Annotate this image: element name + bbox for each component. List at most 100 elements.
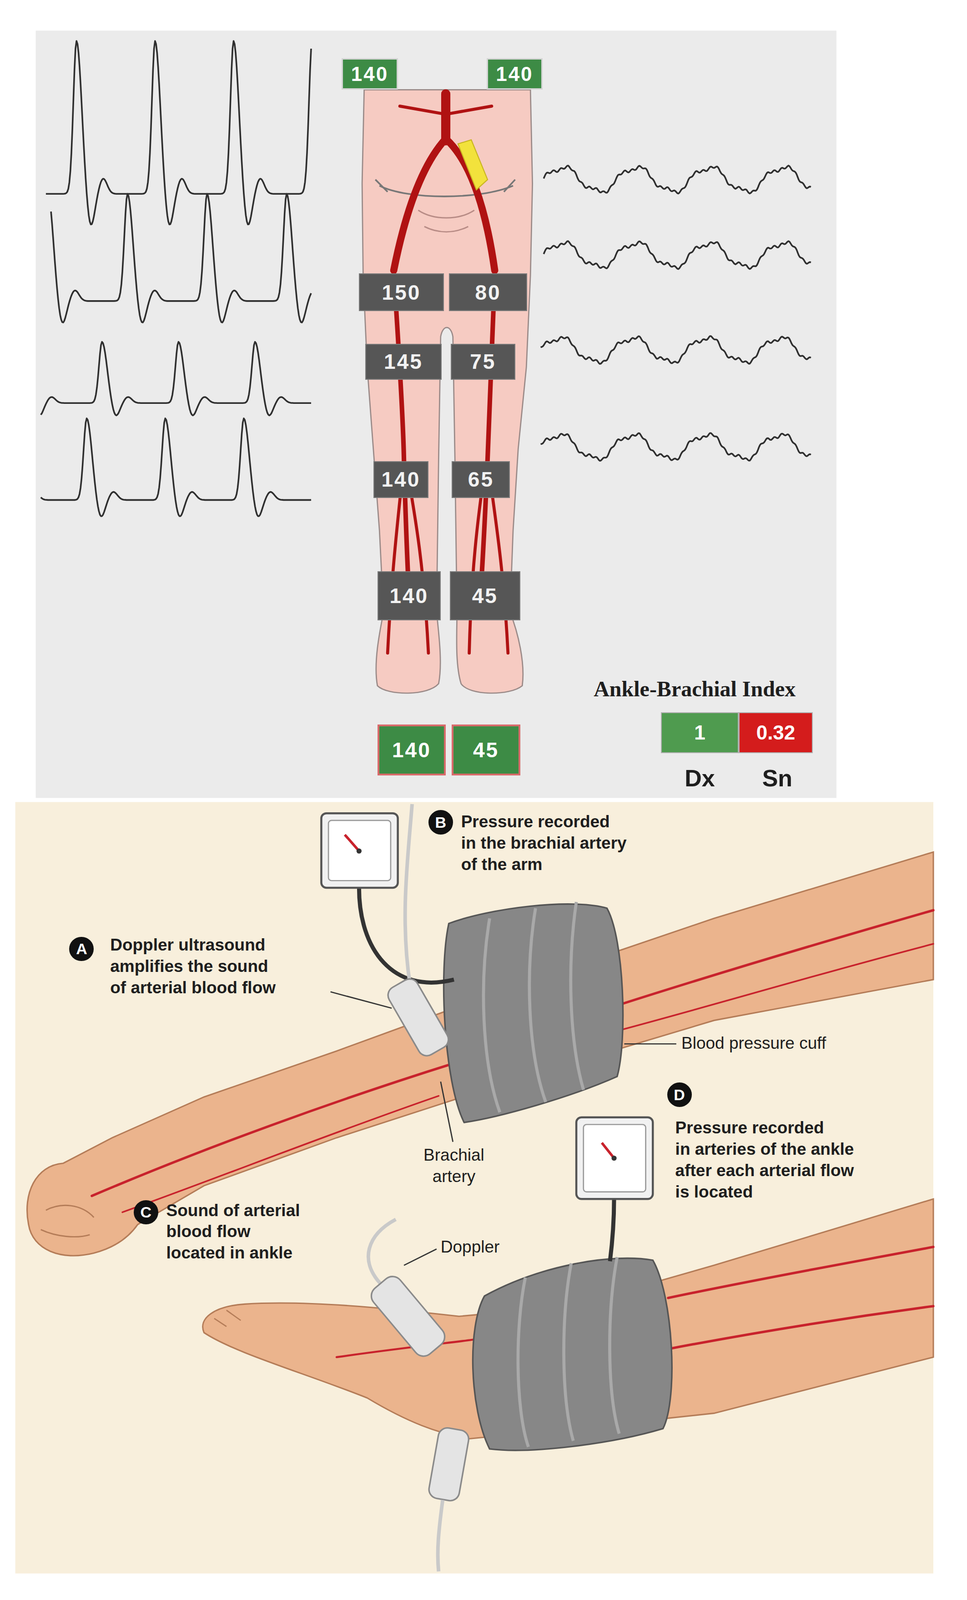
artery-line [668, 1306, 934, 1350]
cuff-band: 75 [450, 343, 515, 380]
gauge-body [321, 813, 398, 888]
pressure-box: 140 [341, 58, 398, 91]
text-line: blood flow [166, 1221, 301, 1243]
abdomen-line [375, 179, 515, 192]
box-text: 80 [475, 280, 502, 305]
leader-line [403, 1249, 437, 1266]
box-text: 65 [468, 467, 494, 492]
abdomen-line [379, 185, 514, 197]
doppler-cable [405, 804, 413, 985]
box-text: 150 [382, 280, 422, 305]
cuff-band: 140 [373, 461, 429, 499]
gauge-body [576, 1117, 653, 1199]
box-text: 45 [473, 737, 499, 763]
text-line: artery [423, 1166, 485, 1188]
artery-line [618, 943, 934, 1031]
index-box: 1 [660, 712, 739, 754]
toes [214, 1310, 241, 1327]
gauge-face [583, 1124, 646, 1192]
callout-letter: C [133, 1200, 159, 1225]
doppler-cable [368, 1219, 396, 1284]
body-outline [362, 89, 533, 694]
box-text: 1 [694, 721, 706, 745]
cuff-band: 145 [365, 343, 442, 380]
box-text: 45 [472, 583, 499, 609]
callout-letter: D [667, 1082, 692, 1108]
dampened-waveform [543, 241, 811, 269]
abdomen-line [418, 210, 474, 232]
pressure-gauge [576, 1117, 653, 1199]
artery-line [91, 1063, 454, 1197]
text-line: in arteries of the ankle [675, 1138, 855, 1161]
iliac-artery [393, 138, 446, 271]
box-text: A [75, 940, 88, 958]
doppler-probe [384, 975, 452, 1060]
cuff-band: 140 [377, 571, 441, 621]
pressure-box: 140 [486, 58, 543, 91]
box-text: 145 [383, 349, 424, 374]
side-label: Sn [762, 763, 793, 794]
box-text: 140 [351, 62, 389, 86]
part-label: Brachial artery [423, 1144, 485, 1188]
text-line: of the arm [461, 854, 627, 876]
arm-cuff [443, 904, 624, 1123]
box-text: 75 [469, 349, 496, 374]
box-text: 140 [495, 62, 534, 86]
part-label: Doppler [440, 1236, 500, 1259]
gauge-needle [601, 1143, 615, 1159]
aorta [441, 93, 451, 141]
text-line: Doppler ultrasound [110, 934, 276, 957]
top-panel [35, 30, 837, 798]
box-text: 140 [389, 583, 429, 609]
normal-waveform [50, 193, 312, 323]
artery-line [122, 1096, 439, 1213]
artery-line [668, 1247, 934, 1299]
box-text: B [435, 813, 447, 832]
arm [27, 851, 934, 1256]
gauge-needle [344, 834, 359, 852]
leader-line [440, 1081, 454, 1142]
normal-waveform [45, 40, 312, 225]
text-line: is located [675, 1181, 855, 1204]
box-text: 140 [381, 467, 421, 492]
callout-text: Pressure recorded in the brachial artery… [461, 811, 627, 876]
dampened-waveform [543, 165, 811, 194]
normal-waveform [40, 342, 312, 416]
callout-text: Pressure recorded in arteries of the ank… [675, 1117, 855, 1204]
cuff-band: 45 [449, 571, 521, 621]
text-line: after each arterial flow [675, 1160, 855, 1182]
text-line: located in ankle [166, 1242, 301, 1265]
text-line: in the brachial artery [461, 832, 627, 855]
doppler-cable [438, 1500, 444, 1572]
cuff-fold [483, 901, 584, 1113]
dampened-waveform [540, 336, 811, 364]
leader-line [624, 1043, 676, 1045]
leader-lines [330, 992, 677, 1266]
pressure-box: 140 [377, 724, 446, 776]
text-line: Brachial [423, 1144, 485, 1167]
doppler-probe [367, 1272, 449, 1361]
gauge-pivot [611, 1155, 617, 1161]
femoral-artery [479, 270, 495, 613]
leader-line [330, 992, 393, 1009]
box-text: 140 [392, 737, 432, 763]
box-text: C [140, 1203, 152, 1222]
femoral-artery [393, 270, 411, 613]
side-label: Dx [684, 763, 715, 794]
callout-letter: B [428, 810, 454, 835]
part-label: Blood pressure cuff [681, 1032, 826, 1055]
cuff-band: 150 [358, 273, 444, 312]
pressure-gauge [321, 813, 398, 888]
box-text: 0.32 [756, 721, 796, 745]
text-line: Pressure recorded [675, 1117, 855, 1139]
gauge-face [328, 820, 391, 881]
bottom-panel [15, 801, 934, 1574]
iliac-artery [445, 138, 495, 271]
artery-line [618, 910, 934, 1006]
cuff-band: 80 [448, 273, 528, 312]
text-line: Pressure recorded [461, 811, 627, 833]
normal-waveform [40, 418, 312, 517]
index-title: Ankle-Brachial Index [593, 675, 796, 704]
